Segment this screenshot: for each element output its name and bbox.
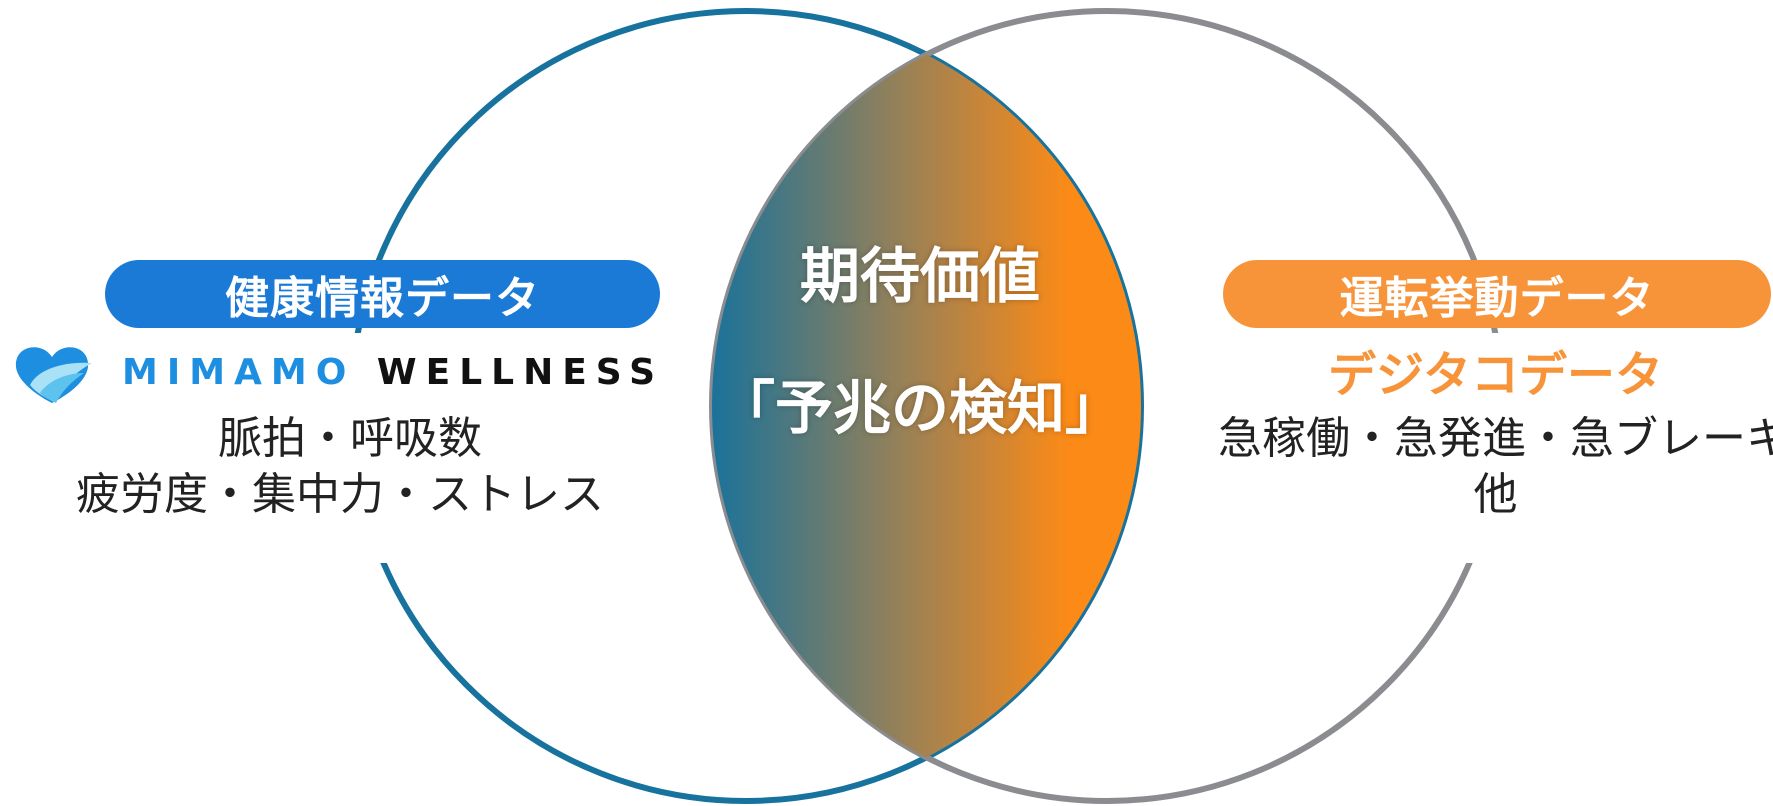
- expected-value-title: 期待価値: [800, 242, 1040, 312]
- brand-wordmark: MIMAMO WELLNESS: [122, 349, 664, 397]
- health-item-line-2: 疲労度・集中力・ストレス: [76, 469, 604, 520]
- brand-wellness: WELLNESS: [376, 352, 665, 393]
- driving-data-items: 急稼働・急発進・急ブレーキ 他: [1218, 411, 1773, 523]
- digitacho-heading: デジタコデータ: [1327, 347, 1664, 403]
- heart-icon: [15, 347, 92, 403]
- mimamo-wellness-logo: MIMAMO WELLNESS: [12, 343, 672, 405]
- expected-value-subtitle: 「予兆の検知」: [716, 374, 1123, 442]
- driving-data-pill: 運転挙動データ: [1223, 260, 1771, 328]
- driving-item-line-1: 急稼働・急発進・急ブレーキ: [1218, 413, 1773, 464]
- health-data-items: 脈拍・呼吸数 疲労度・集中力・ストレス: [0, 411, 680, 523]
- intersection-lens: [712, 11, 1141, 801]
- health-data-block: MIMAMO WELLNESS 脈拍・呼吸数 疲労度・集中力・ストレス: [0, 333, 680, 563]
- driving-data-block: デジタコデータ 急稼働・急発進・急ブレーキ 他: [1218, 333, 1773, 563]
- driving-item-line-2: 他: [1473, 469, 1518, 520]
- brand-mimamo: MIMAMO: [122, 352, 356, 393]
- health-item-line-1: 脈拍・呼吸数: [218, 413, 482, 464]
- health-data-pill: 健康情報データ: [105, 260, 660, 328]
